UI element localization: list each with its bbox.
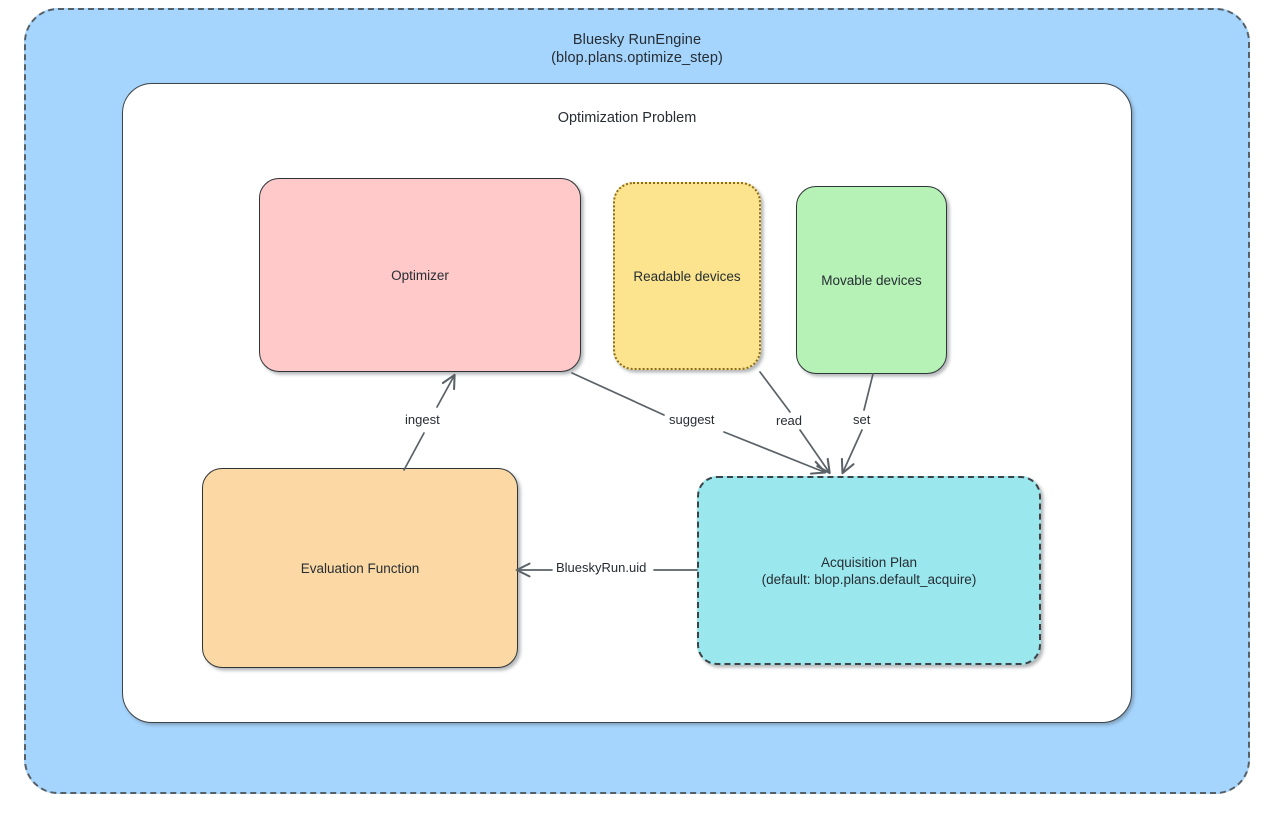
- acquisition-plan-line2: (default: blop.plans.default_acquire): [761, 571, 977, 587]
- runengine-title-line2: (blop.plans.optimize_step): [551, 49, 723, 66]
- node-acquisition-plan-label: Acquisition Plan (default: blop.plans.de…: [762, 554, 977, 588]
- edge-label-suggest: suggest: [669, 412, 715, 427]
- node-evaluation-function[interactable]: Evaluation Function: [202, 468, 518, 668]
- node-optimizer-label: Optimizer: [391, 267, 449, 283]
- runengine-title-line1: Bluesky RunEngine: [572, 32, 702, 48]
- node-acquisition-plan[interactable]: Acquisition Plan (default: blop.plans.de…: [697, 476, 1041, 665]
- optimization-problem-title: Optimization Problem: [557, 110, 697, 126]
- node-readable-devices-label: Readable devices: [633, 268, 741, 284]
- bluesky-runengine-title: Bluesky RunEngine (blop.plans.optimize_s…: [26, 32, 1248, 67]
- node-movable-devices-label: Movable devices: [821, 272, 922, 288]
- node-optimizer[interactable]: Optimizer: [259, 178, 581, 372]
- edge-label-blueskyrun-uid: BlueskyRun.uid: [556, 560, 647, 575]
- edge-label-ingest: ingest: [405, 412, 440, 427]
- edge-label-set: set: [853, 412, 871, 427]
- node-movable-devices[interactable]: Movable devices: [796, 186, 947, 374]
- node-readable-devices[interactable]: Readable devices: [613, 182, 761, 370]
- acquisition-plan-line1: Acquisition Plan: [820, 554, 918, 570]
- edge-label-read: read: [776, 413, 803, 428]
- node-evaluation-function-label: Evaluation Function: [300, 560, 420, 576]
